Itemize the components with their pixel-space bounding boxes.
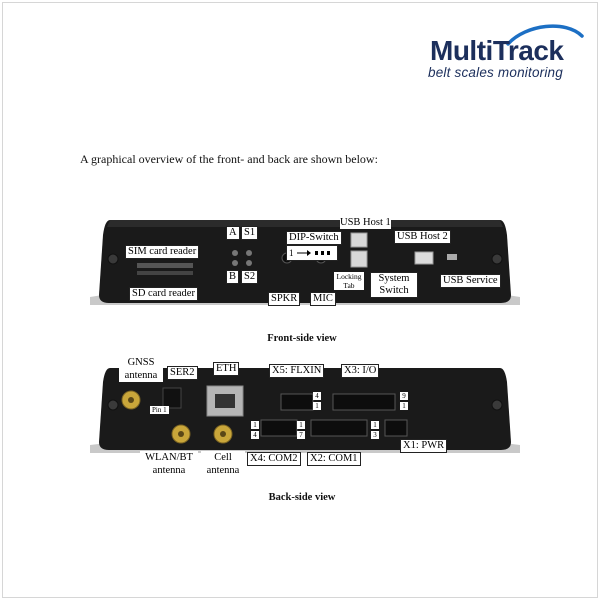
- label-x1-pin-bottom: 3: [371, 431, 379, 439]
- front-side-caption: Front-side view: [267, 333, 337, 344]
- label-mic: MIC: [310, 292, 336, 306]
- label-ser2: SER2: [167, 366, 198, 380]
- label-x3-pin-top: 9: [400, 392, 408, 400]
- label-wlan-bt-antenna: WLAN/BT antenna: [140, 451, 198, 477]
- label-gnss-antenna: GNSS antenna: [119, 356, 163, 382]
- label-x2-pin-bottom: 7: [297, 431, 305, 439]
- front-device-photo: [85, 205, 525, 320]
- label-x5: X5: FLXIN: [269, 364, 325, 378]
- label-s1: S1: [241, 226, 259, 240]
- label-x5-pin-bottom: 1: [313, 402, 321, 410]
- label-x3: X3: I/O: [341, 364, 380, 378]
- label-x2-pin-top: 1: [297, 421, 305, 429]
- label-x1-pin-top: 1: [371, 421, 379, 429]
- label-x1: X1: PWR: [400, 439, 448, 453]
- label-pin-1: Pin 1: [150, 406, 169, 414]
- label-locking-tab: Locking Tab: [334, 272, 364, 290]
- logo-tagline: belt scales monitoring: [428, 65, 563, 80]
- label-cell-antenna: Cell antenna: [201, 451, 245, 477]
- label-usb-host-1: USB Host 1: [340, 217, 391, 229]
- label-x3-pin-bottom: 1: [400, 402, 408, 410]
- label-x4-pin-bottom: 4: [251, 431, 259, 439]
- label-x4-pin-top: 1: [251, 421, 259, 429]
- label-dip-switch: DIP-Switch: [286, 231, 342, 245]
- intro-text: A graphical overview of the front- and b…: [80, 152, 378, 166]
- label-eth: ETH: [213, 362, 240, 376]
- dip-switch-graphic: 1: [286, 245, 338, 261]
- back-side-caption: Back-side view: [268, 492, 336, 503]
- logo-wordmark: MultiTrack: [430, 35, 564, 66]
- label-x5-pin-top: 4: [313, 392, 321, 400]
- dip-switch-number: 1: [289, 248, 294, 258]
- label-usb-service: USB Service: [440, 274, 501, 288]
- label-sim-card-reader: SIM card reader: [125, 245, 200, 259]
- front-device-illustration: [90, 220, 520, 305]
- label-a: A: [226, 226, 240, 240]
- label-usb-host-2: USB Host 2: [394, 230, 451, 244]
- multitrack-logo: MultiTrack belt scales monitoring: [426, 22, 586, 82]
- logo-swoosh-icon: [506, 24, 584, 46]
- label-x4: X4: COM2: [247, 452, 301, 466]
- label-b: B: [226, 270, 240, 284]
- label-system-switch: System Switch: [370, 272, 418, 298]
- dip-switch-arrow-icon: [297, 250, 330, 256]
- label-s2: S2: [241, 270, 259, 284]
- label-sd-card-reader: SD card reader: [129, 287, 198, 301]
- label-x2: X2: COM1: [307, 452, 361, 466]
- label-spkr: SPKR: [268, 292, 301, 306]
